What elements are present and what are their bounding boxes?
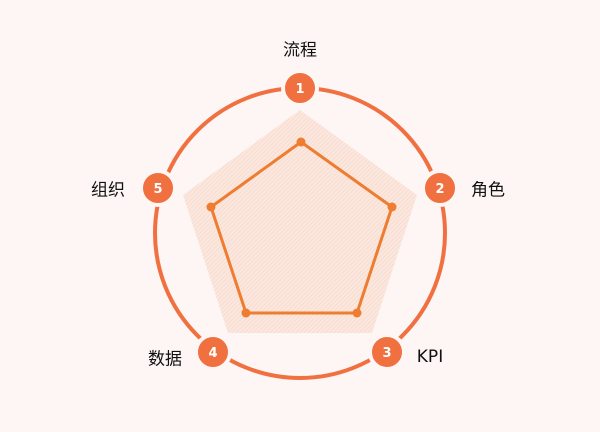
- node-3[interactable]: 3: [368, 333, 406, 371]
- label-kpi: KPI: [416, 347, 444, 367]
- label-role: 角色: [471, 180, 505, 201]
- outer-pentagon: [183, 110, 417, 333]
- label-organization: 组织: [91, 180, 125, 201]
- svg-text:1: 1: [295, 82, 304, 97]
- label-process: 流程: [283, 40, 317, 61]
- inner-vertices: [206, 137, 397, 318]
- svg-text:5: 5: [153, 182, 162, 197]
- node-1[interactable]: 1: [281, 69, 319, 107]
- svg-text:2: 2: [435, 182, 444, 197]
- node-5[interactable]: 5: [139, 169, 177, 207]
- svg-text:3: 3: [382, 346, 391, 361]
- node-2[interactable]: 2: [421, 169, 459, 207]
- inner-pentagon: [209, 140, 394, 315]
- label-data: 数据: [148, 349, 182, 370]
- svg-text:4: 4: [208, 346, 217, 361]
- node-4[interactable]: 4: [194, 333, 232, 371]
